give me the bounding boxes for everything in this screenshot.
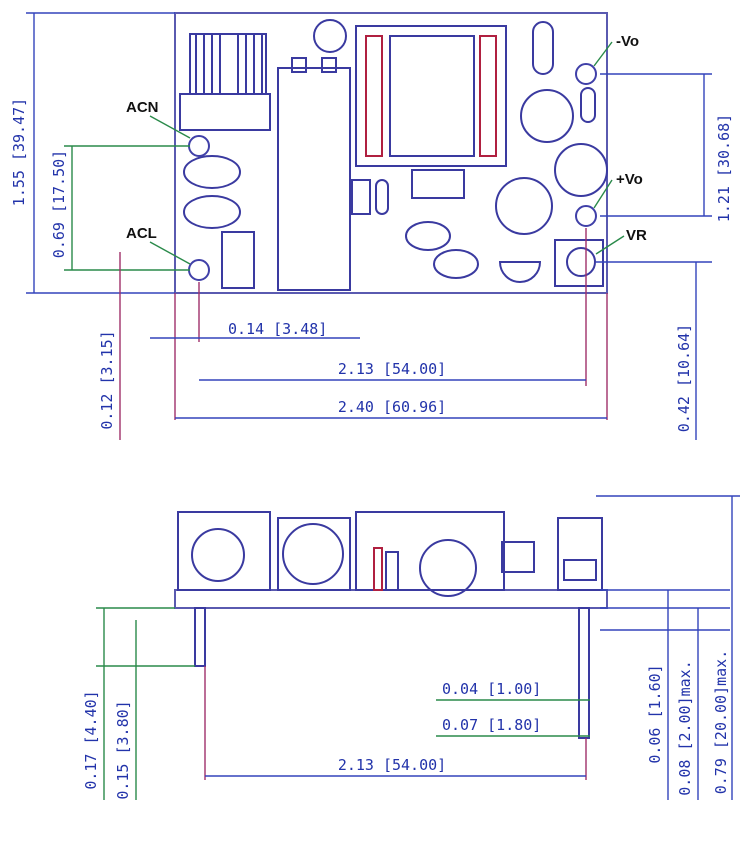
side-board [174, 589, 608, 609]
side-components [177, 511, 603, 597]
dim-pin-len-a: 0.17 [4.40] [82, 690, 100, 789]
dim-pin-len-b: 0.15 [3.80] [114, 700, 132, 799]
label-pos-vo: +Vo [616, 171, 643, 188]
dim-pin-dia: 0.04 [1.00] [442, 680, 541, 698]
top-view: ACN ACL -Vo +Vo VR [10, 12, 733, 440]
top-dimension-lines [26, 12, 712, 440]
label-acl: ACL [126, 225, 157, 242]
dim-side-pin-span: 2.13 [54.00] [338, 756, 446, 774]
dim-acl-offset: 0.12 [3.15] [98, 330, 116, 429]
side-dimension-lines [96, 495, 740, 800]
dim-pin-shoulder: 0.07 [1.80] [442, 716, 541, 734]
dim-board: 0.06 [1.60] [646, 664, 664, 763]
pin-neg-vo-pad [575, 63, 597, 85]
dim-length: 2.40 [60.96] [338, 398, 446, 416]
dim-side-height: 0.79 [20.00]max. [712, 650, 730, 795]
dim-vr-offset: 0.42 [10.64] [675, 324, 693, 432]
dim-top-pin-span: 2.13 [54.00] [338, 360, 446, 378]
side-pin-left [194, 607, 206, 667]
dim-pin-inset: 0.14 [3.48] [228, 320, 327, 338]
pin-acl-pad [188, 259, 210, 281]
side-view: 0.04 [1.00] 0.07 [1.80] 2.13 [54.00] 0.1… [82, 495, 740, 800]
top-board-outline [174, 12, 608, 294]
label-acn: ACN [126, 99, 159, 116]
label-vr: VR [626, 227, 647, 244]
dim-standoff: 0.08 [2.00]max. [676, 660, 694, 795]
dim-vo-span: 1.21 [30.68] [715, 114, 733, 222]
dim-acn-acl: 0.69 [17.50] [50, 150, 68, 258]
top-components [179, 19, 608, 291]
pin-pos-vo-pad [575, 205, 597, 227]
pin-acn-pad [188, 135, 210, 157]
side-pin-right [578, 607, 590, 739]
label-neg-vo: -Vo [616, 33, 639, 50]
dim-top-height: 1.55 [39.47] [10, 98, 28, 206]
